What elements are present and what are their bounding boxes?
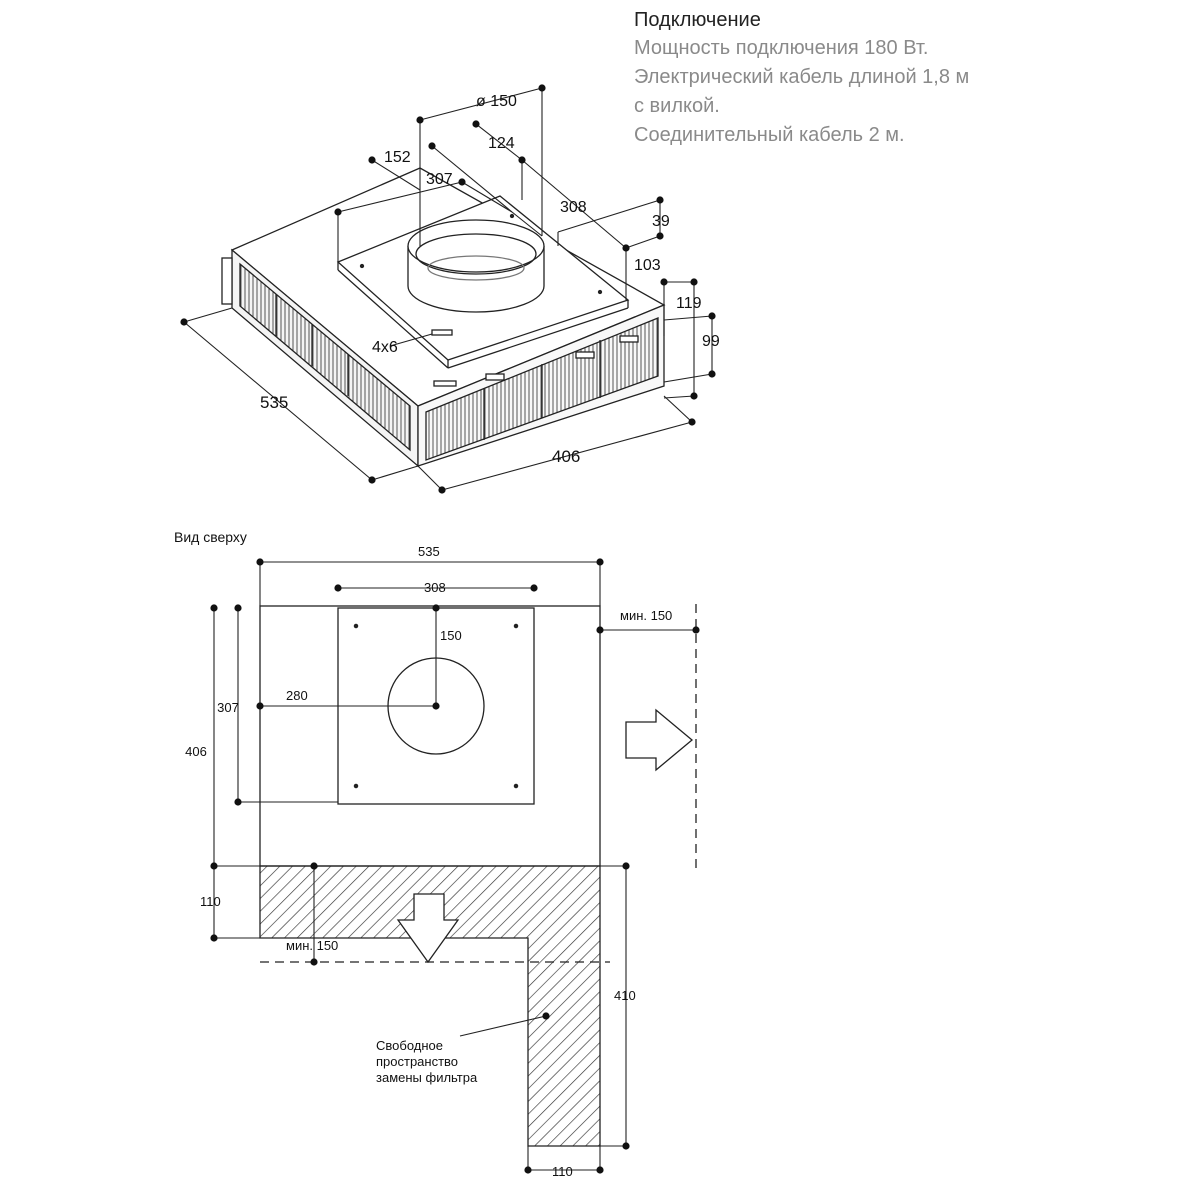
connection-connector: Соединительный кабель 2 м.	[634, 124, 905, 146]
note-line-2: пространство	[376, 1054, 458, 1069]
dim-top-535: 535	[418, 544, 440, 559]
top-dimension-dots	[210, 558, 700, 1174]
dim-top-150: 150	[440, 628, 462, 643]
dim-iso-307: 307	[426, 171, 453, 188]
duct-collar-iso	[407, 219, 545, 313]
dim-iso-124: 124	[488, 135, 515, 152]
top-view-title: Вид сверху	[174, 529, 247, 545]
dim-top-410: 410	[614, 988, 636, 1003]
dim-iso-119: 119	[676, 295, 702, 312]
iso-dimension-dots	[180, 84, 716, 494]
connection-plug: с вилкой.	[634, 95, 720, 117]
dim-iso-406: 406	[552, 447, 580, 466]
dim-iso-150: ø 150	[476, 93, 517, 110]
note-line-3: замены фильтра	[376, 1070, 478, 1085]
dim-top-308: 308	[424, 580, 446, 595]
airflow-arrow-down	[396, 893, 460, 964]
dim-top-110-left: 110	[200, 894, 221, 909]
dim-top-min150-right: мин. 150	[620, 608, 672, 623]
iso-dimension-lines	[183, 87, 713, 491]
dim-iso-99: 99	[702, 333, 720, 350]
airflow-arrow-right	[625, 708, 694, 772]
connection-cable: Электрический кабель длиной 1,8 м	[634, 66, 970, 88]
dim-iso-holes: 4x6	[372, 339, 398, 356]
connection-info: Подключение Мощность подключения 180 Вт.…	[634, 6, 1154, 150]
top-view: Вид сверху	[174, 529, 700, 1179]
iso-dimension-labels: ø 150 124 152 307 308 39 103 119 99 535 …	[260, 93, 720, 466]
dim-top-110-bottom: 110	[552, 1164, 573, 1179]
top-dimension-labels: 535 308 150 280 307 406 110 мин. 150 мин…	[185, 544, 672, 1179]
left-grille	[239, 262, 411, 452]
dim-top-406: 406	[185, 744, 207, 759]
dim-iso-152: 152	[384, 149, 411, 166]
dim-top-307: 307	[217, 700, 239, 715]
dim-iso-103: 103	[634, 257, 661, 274]
connection-title: Подключение	[634, 9, 761, 31]
dim-top-280: 280	[286, 688, 308, 703]
dim-iso-535: 535	[260, 393, 288, 412]
isometric-view: ø 150 124 152 307 308 39 103 119 99 535 …	[180, 84, 720, 494]
dim-iso-308: 308	[560, 199, 587, 216]
dim-top-min150-bottom: мин. 150	[286, 938, 338, 953]
connection-power: Мощность подключения 180 Вт.	[634, 37, 929, 59]
note-line-1: Свободное	[376, 1038, 443, 1053]
dim-iso-39: 39	[652, 213, 670, 230]
top-dimension-lines	[213, 561, 696, 1171]
